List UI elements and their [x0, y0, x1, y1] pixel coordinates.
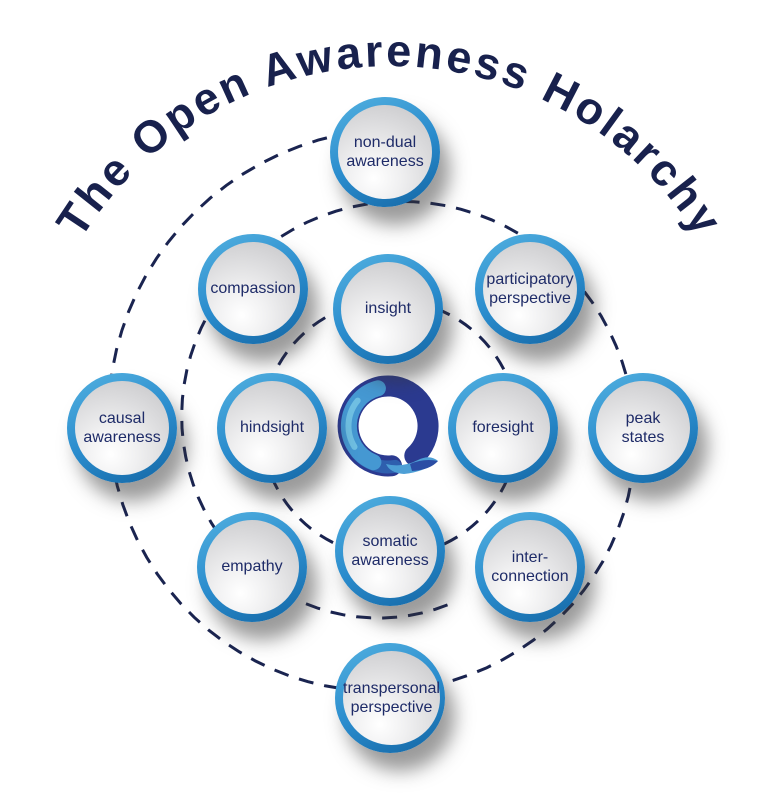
- node-empathy: empathy: [197, 512, 307, 622]
- node-non-dual-awareness-label: non-dual awareness: [346, 133, 424, 170]
- node-participatory-perspective: participatory perspective: [475, 234, 585, 344]
- node-participatory-perspective-label: participatory perspective: [486, 270, 574, 307]
- node-peak-states-face: peak states: [596, 381, 690, 475]
- node-non-dual-awareness-face: non-dual awareness: [338, 105, 432, 199]
- node-participatory-perspective-face: participatory perspective: [483, 242, 577, 336]
- node-empathy-face: empathy: [205, 520, 299, 614]
- node-somatic-awareness-label: somatic awareness: [351, 532, 429, 569]
- node-hindsight-label: hindsight: [239, 419, 305, 437]
- node-somatic-awareness: somatic awareness: [335, 496, 445, 606]
- node-causal-awareness-face: causal awareness: [75, 381, 169, 475]
- node-transpersonal-perspective-label: transpersonal perspective: [343, 679, 440, 716]
- node-causal-awareness: causal awareness: [67, 373, 177, 483]
- node-foresight: foresight: [448, 373, 558, 483]
- node-foresight-face: foresight: [456, 381, 550, 475]
- enso-symbol: [337, 375, 439, 477]
- enso-streak: [345, 397, 361, 450]
- node-inter-connection-face: inter- connection: [483, 520, 577, 614]
- node-transpersonal-perspective: transpersonal perspective: [335, 643, 445, 753]
- node-foresight-label: foresight: [472, 419, 534, 437]
- node-compassion-label: compassion: [210, 280, 296, 298]
- node-empathy-label: empathy: [221, 558, 283, 576]
- node-compassion-face: compassion: [206, 242, 300, 336]
- node-peak-states-label: peak states: [621, 409, 665, 446]
- node-non-dual-awareness: non-dual awareness: [330, 97, 440, 207]
- node-peak-states: peak states: [588, 373, 698, 483]
- node-somatic-awareness-face: somatic awareness: [343, 504, 437, 598]
- node-insight-label: insight: [364, 300, 412, 318]
- node-inter-connection: inter- connection: [475, 512, 585, 622]
- node-hindsight-face: hindsight: [225, 381, 319, 475]
- node-insight: insight: [333, 254, 443, 364]
- node-causal-awareness-label: causal awareness: [83, 409, 161, 446]
- node-compassion: compassion: [198, 234, 308, 344]
- node-hindsight: hindsight: [217, 373, 327, 483]
- node-inter-connection-label: inter- connection: [491, 548, 569, 585]
- node-insight-face: insight: [341, 262, 435, 356]
- node-transpersonal-perspective-face: transpersonal perspective: [343, 651, 440, 745]
- enso-brush-tail-shadow: [410, 460, 438, 471]
